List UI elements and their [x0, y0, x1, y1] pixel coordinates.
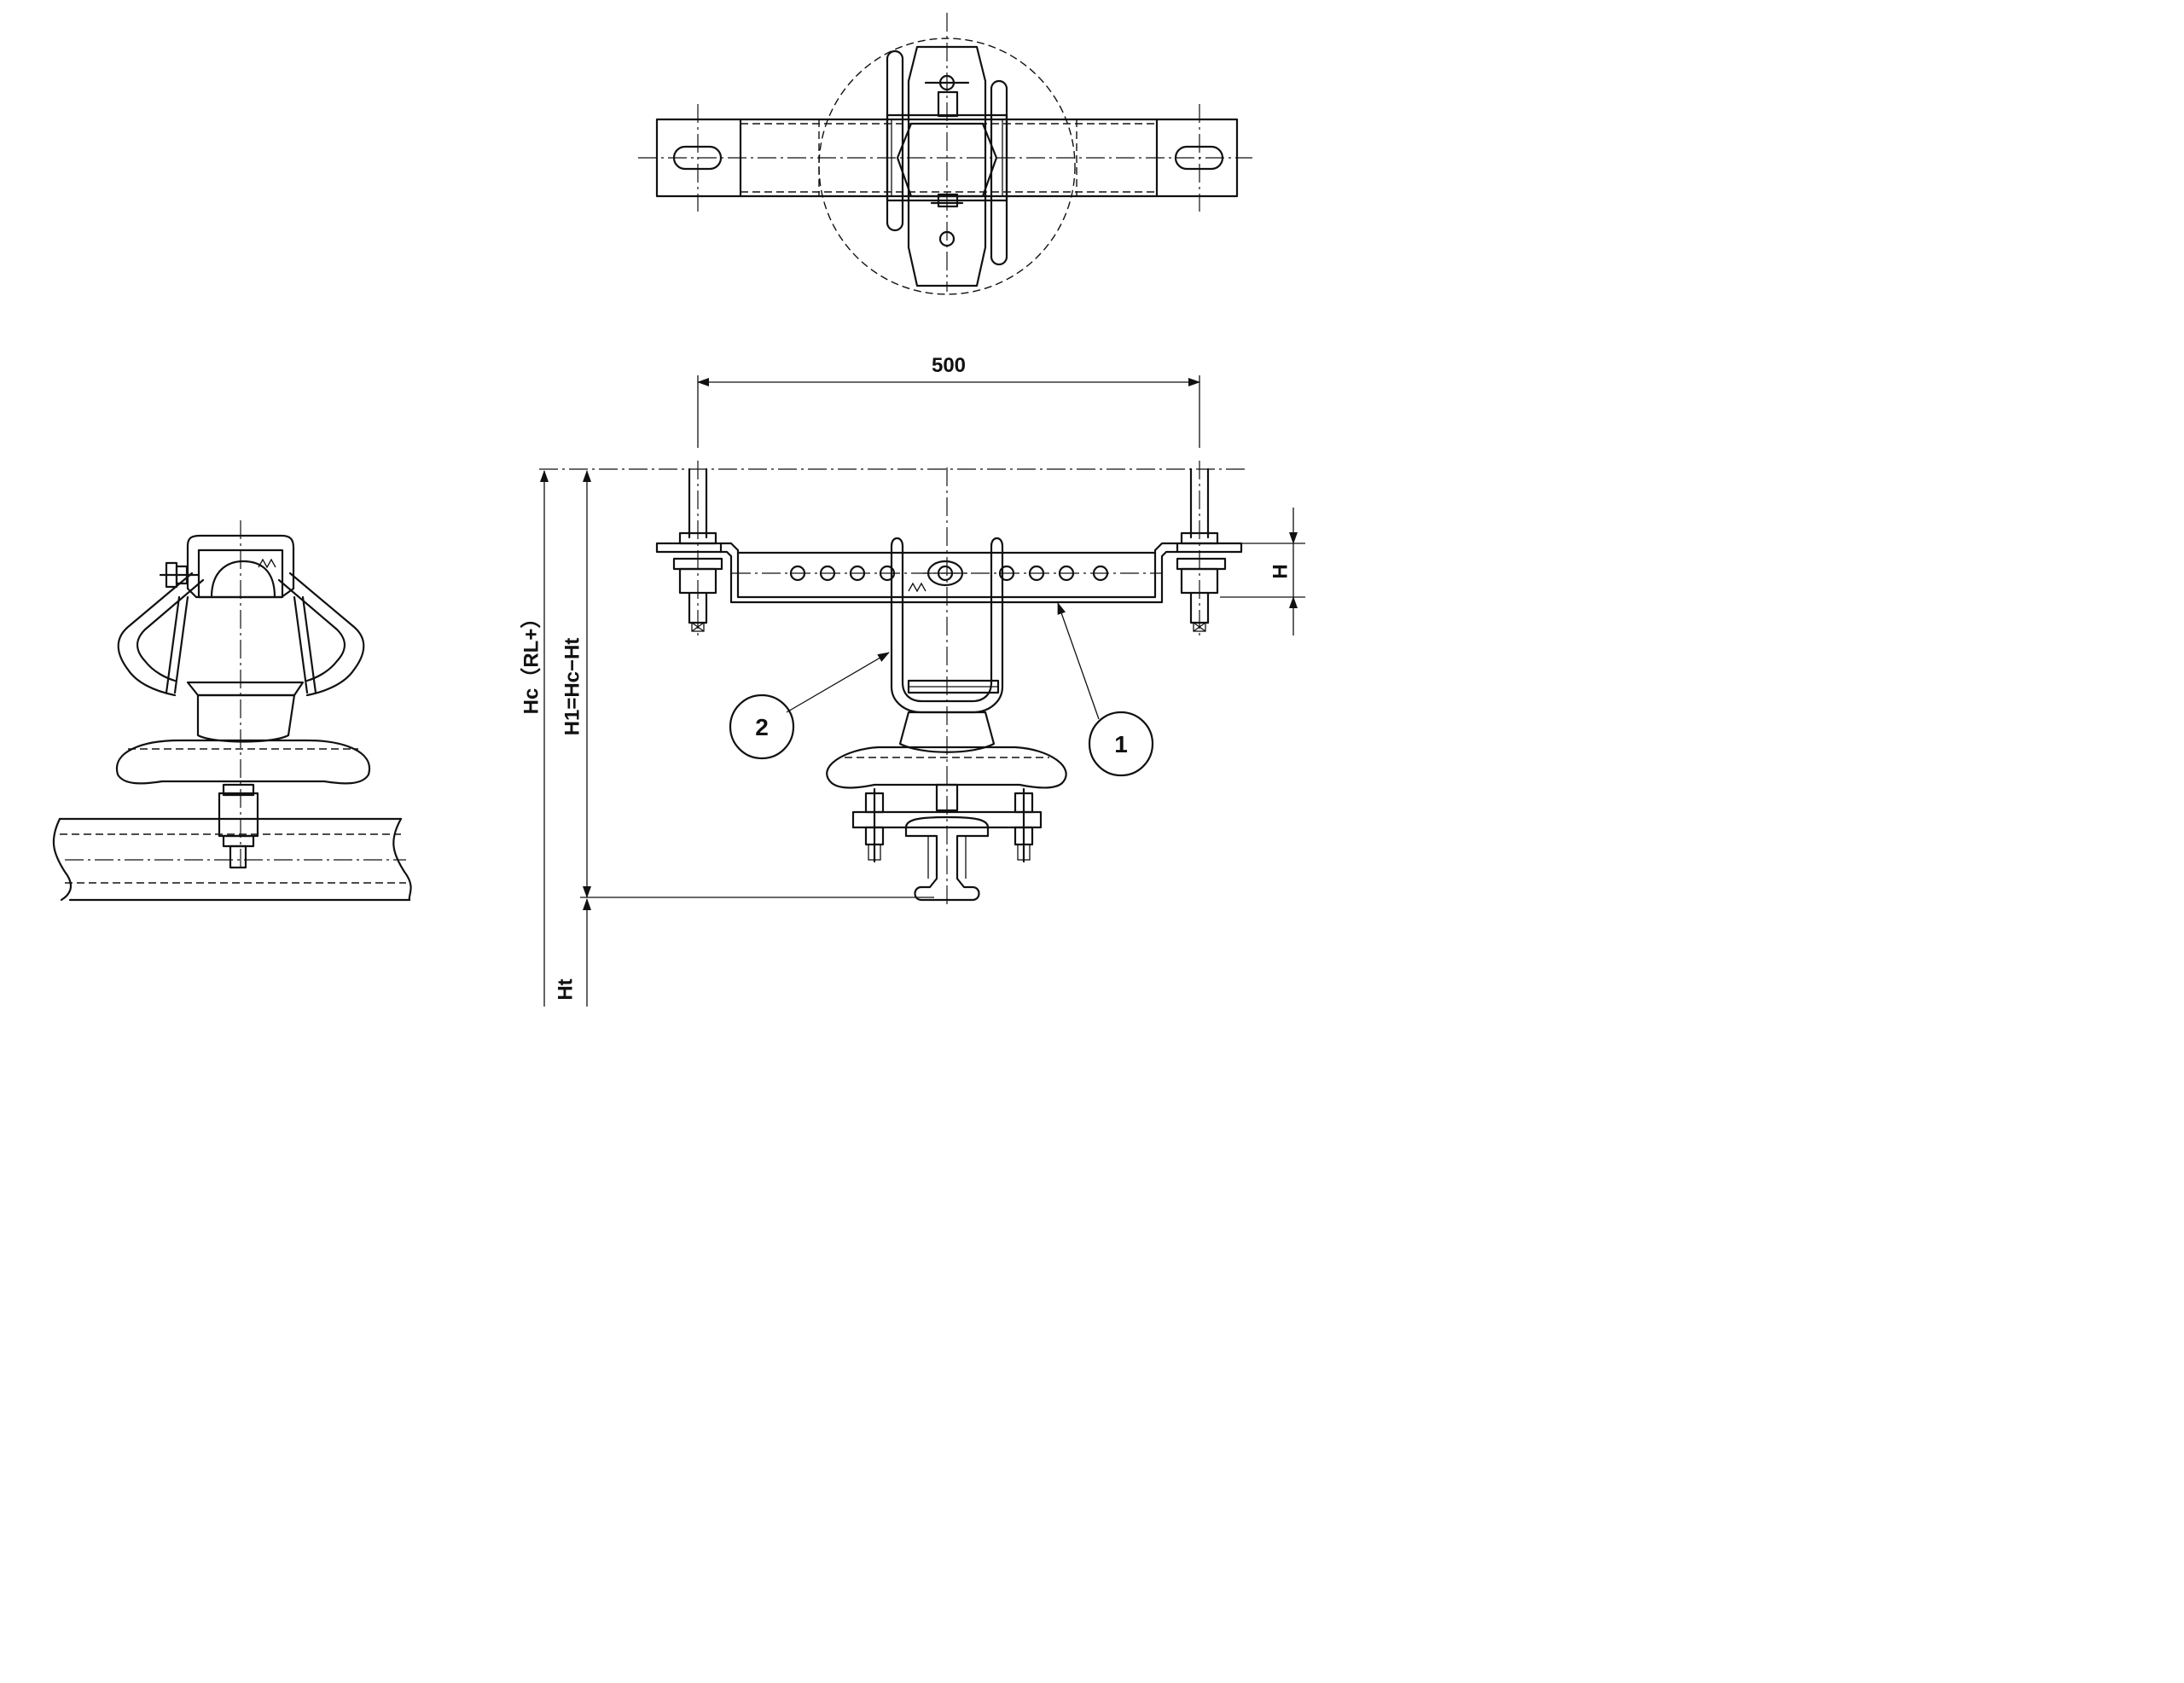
- dimension-span-label: 500: [932, 354, 966, 377]
- dimension-contact-height-label: Hc（RL+）: [520, 608, 543, 715]
- side-view: [52, 520, 412, 902]
- top-view: [638, 13, 1252, 295]
- dimensions: [539, 375, 1305, 1007]
- technical-drawing: 500 H Hc（RL+） H1=Hc−Ht Ht 2 1: [0, 0, 1331, 1025]
- dimension-insulator-height-label: H1=Hc−Ht: [561, 638, 584, 736]
- callout-number-2: 2: [755, 714, 769, 740]
- front-view: [655, 461, 1243, 908]
- callout-number-1: 1: [1114, 731, 1128, 757]
- dimension-track-height-label: Ht: [554, 978, 577, 1000]
- dimension-bracket-height-label: H: [1269, 564, 1292, 578]
